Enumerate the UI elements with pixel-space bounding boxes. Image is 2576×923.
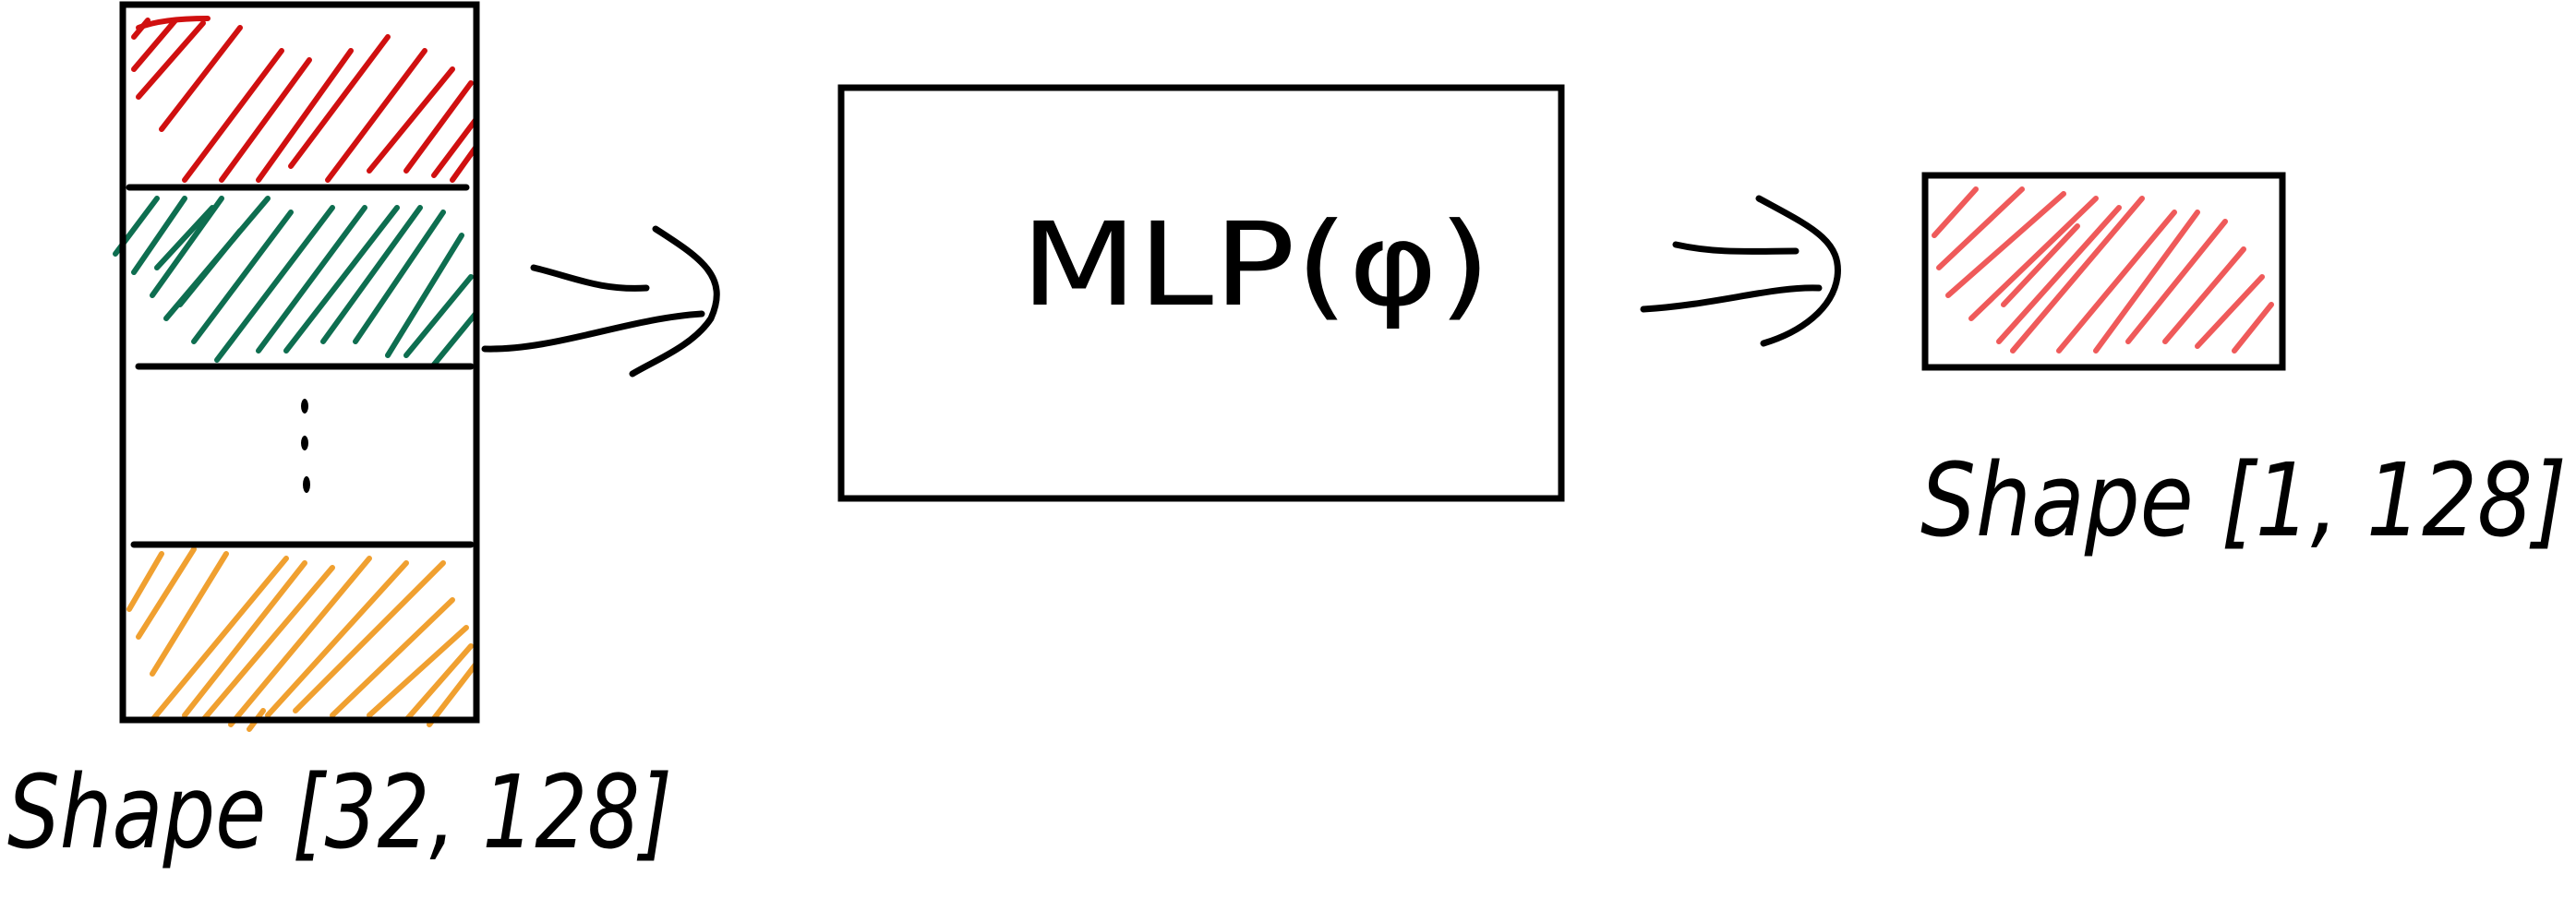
row-3-ellipsis <box>301 399 310 493</box>
arrow-to-output <box>1640 195 1841 347</box>
row-2-hatch <box>113 196 478 367</box>
left-shape-label: Shape [32, 128] <box>7 753 672 871</box>
output-hatch <box>1932 186 2274 354</box>
output-shape-label: Shape [1, 128] <box>1920 441 2567 559</box>
arrow-to-mlp <box>481 225 720 378</box>
left-stack-outline <box>119 1 480 724</box>
output-box-border <box>1921 172 2286 371</box>
left-stack: Shape [32, 128] <box>7 1 672 871</box>
left-stack-border <box>119 1 480 724</box>
row-4-hatch <box>126 546 478 732</box>
mlp-box: MLP(φ) <box>837 84 1565 502</box>
mlp-box-border <box>837 84 1565 502</box>
output-box: Shape [1, 128] <box>1920 172 2567 559</box>
mlp-label: MLP(φ) <box>1020 198 1491 332</box>
row-1-hatch <box>131 16 478 183</box>
